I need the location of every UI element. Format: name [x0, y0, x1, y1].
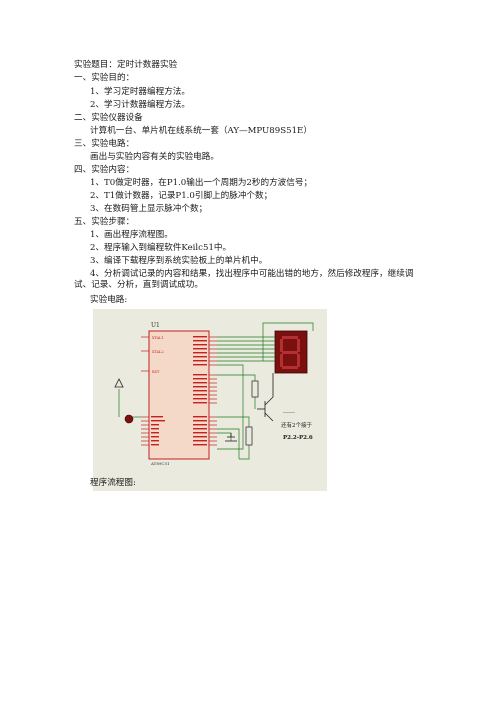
- section-heading-equipment: 二、实验仪器设备: [74, 113, 143, 123]
- chip-name-label: AT89C51: [150, 461, 170, 466]
- chip-right-pin-text: [193, 336, 207, 446]
- note-line-2: P2.2-P2.6: [283, 435, 313, 441]
- chip-ref-label: U1: [151, 322, 160, 329]
- step-item-1: 1、画出程序流程图。: [90, 230, 173, 240]
- display-segments: [280, 336, 300, 369]
- schematic-drawing: U1 AT89C51 XTAL1 XTAL2 RST: [114, 322, 314, 466]
- equipment-text: 计算机一台、单片机在线系统一套（AY—MPU89S51E）: [90, 126, 312, 136]
- flowchart-label: 程序流程图:: [90, 478, 136, 488]
- circuit-schematic: U1 AT89C51 XTAL1 XTAL2 RST: [93, 309, 327, 491]
- purpose-item-1: 1、学习定时器编程方法。: [90, 87, 190, 97]
- chip-left-pin-text: [151, 416, 165, 446]
- resistor: [251, 380, 259, 398]
- content-item-3: 3、在数码管上显示脉冲个数；: [90, 204, 208, 214]
- pin-xtal1-label: XTAL1: [152, 336, 164, 340]
- transistor-symbol: [257, 373, 274, 422]
- content-item-1: 1、T0做定时器，在P1.0输出一个周期为2秒的方波信号；: [90, 178, 313, 188]
- section-heading-circuit: 三、实验电路：: [74, 139, 135, 149]
- pin-xtal2-label: XTAL2: [152, 350, 164, 354]
- section-heading-steps: 五、实验步骤：: [74, 217, 135, 227]
- note-line-1: 还有2个接于: [281, 421, 312, 429]
- step-item-2: 2、程序输入到编程软件Keilc51中。: [90, 243, 232, 253]
- pin-rst-label: RST: [152, 370, 160, 374]
- push-button-symbol: [225, 433, 237, 442]
- section-heading-purpose: 一、实验目的：: [74, 73, 135, 83]
- step-item-3: 3、编译下载程序到系统实验板上的单片机中。: [90, 256, 268, 266]
- content-item-2: 2、T1做计数器，记录P1.0引脚上的脉冲个数；: [90, 191, 273, 201]
- circuit-label: 实验电路:: [90, 295, 128, 305]
- purpose-item-2: 2、学习计数器编程方法。: [90, 100, 190, 110]
- signal-source-icon: [124, 414, 134, 424]
- ellipsis-annotation: ……: [283, 408, 295, 415]
- doc-title: 实验题目：定时计数器实验: [74, 60, 178, 70]
- power-arrow-icon: [114, 378, 124, 388]
- step-item-4: 4、分析调试记录的内容和结果，找出程序中可能出错的地方，然后修改程序，继续调试、…: [74, 269, 414, 290]
- chip-left-pins: [141, 336, 149, 446]
- section-heading-content: 四、实验内容：: [74, 165, 135, 175]
- circuit-wires: [118, 322, 314, 460]
- resistor: [245, 426, 253, 446]
- chip-right-pins: [209, 336, 217, 446]
- circuit-description: 画出与实验内容有关的实验电路。: [90, 152, 219, 162]
